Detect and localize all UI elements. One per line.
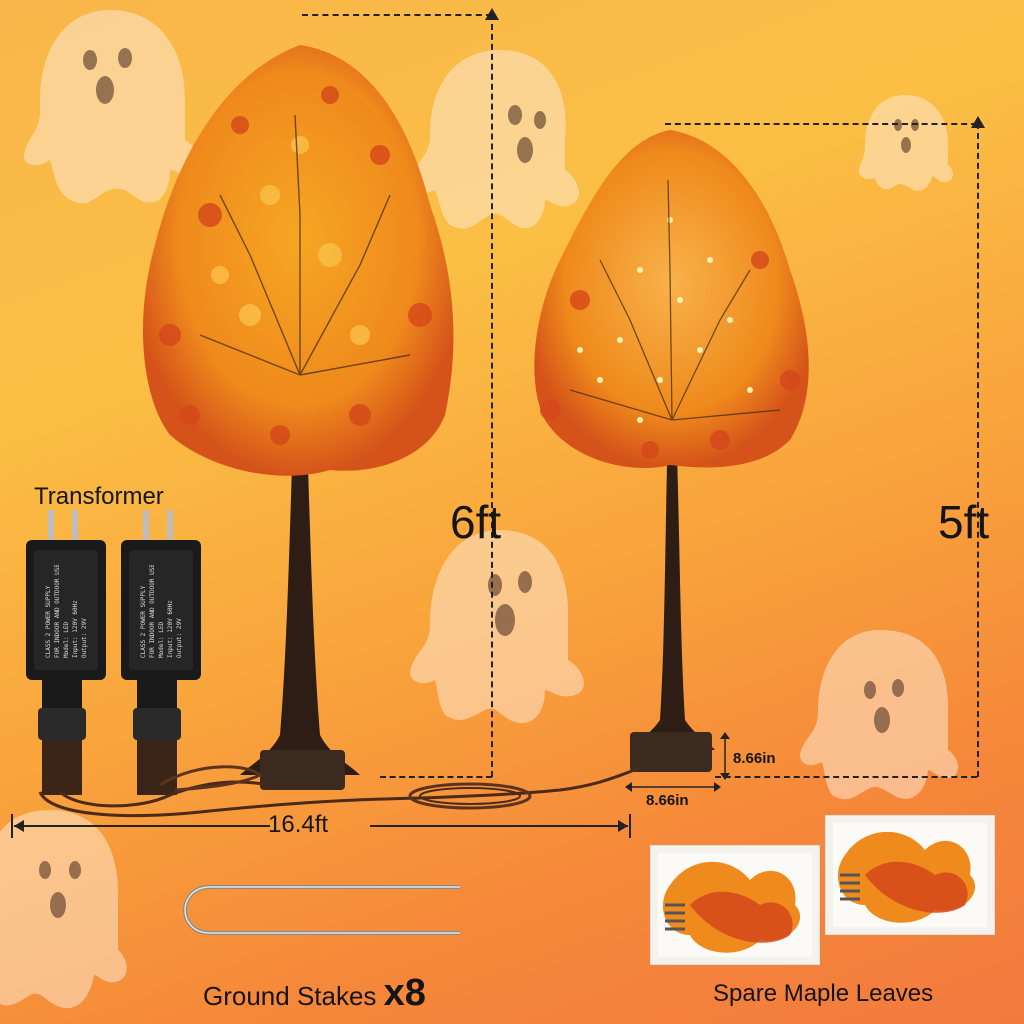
ghost-icon — [0, 810, 127, 1009]
base-height-dimension — [720, 732, 730, 780]
svg-text:Input: 120V 60Hz: Input: 120V 60Hz — [72, 600, 79, 658]
spare-leaves-label: Spare Maple Leaves — [713, 980, 934, 1007]
transformer-adapter-1: CLASS 2 POWER SUPPLY FOR INDOOR AND OUTD… — [26, 510, 106, 795]
svg-text:FOR INDOOR AND OUTDOOR USE: FOR INDOOR AND OUTDOOR USE — [149, 564, 156, 658]
ghost-icon — [800, 630, 959, 800]
tall-tree-height-label: 6ft — [450, 496, 502, 548]
svg-text:CLASS 2 POWER SUPPLY: CLASS 2 POWER SUPPLY — [140, 585, 147, 658]
short-tree-top-line — [665, 123, 977, 125]
transformer-label: Transformer — [34, 483, 164, 510]
ghost-icon — [410, 530, 584, 724]
svg-text:Input: 120V 60Hz: Input: 120V 60Hz — [167, 600, 174, 658]
tall-tree-bottom-line — [380, 776, 492, 778]
svg-text:Model: LED: Model: LED — [158, 621, 165, 658]
spare-leaves-bag-1 — [650, 845, 820, 965]
svg-text:Model: LED: Model: LED — [63, 621, 70, 658]
ground-stakes-label: Ground Stakes x8 — [203, 972, 426, 1015]
svg-text:Output: 29V: Output: 29V — [176, 618, 183, 658]
tall-tree-height-line — [491, 14, 493, 777]
short-maple-tree — [534, 130, 809, 772]
ghost-icon — [858, 95, 953, 191]
arrow-up-icon — [485, 8, 499, 20]
transformer-adapter-2: CLASS 2 POWER SUPPLY FOR INDOOR AND OUTD… — [121, 510, 201, 795]
tall-tree-top-line — [302, 14, 492, 16]
cable-length-dimension — [11, 814, 631, 838]
short-tree-height-line — [977, 123, 979, 777]
base-height-label: 8.66in — [733, 750, 776, 767]
ghost-icon — [24, 10, 205, 204]
spare-leaves-bag-2 — [825, 815, 995, 935]
svg-text:CLASS 2 POWER SUPPLY: CLASS 2 POWER SUPPLY — [45, 585, 52, 658]
ground-stake-image — [182, 885, 460, 935]
ghost-icon — [410, 50, 580, 229]
arrow-up-icon — [971, 116, 985, 128]
cable-length-label: 16.4ft — [268, 811, 329, 838]
ground-stakes-text: Ground Stakes — [203, 981, 377, 1011]
svg-text:FOR INDOOR AND OUTDOOR USE: FOR INDOOR AND OUTDOOR USE — [54, 564, 61, 658]
base-width-dimension — [625, 782, 721, 792]
power-cable — [38, 765, 641, 818]
short-tree-height-label: 5ft — [938, 496, 990, 548]
tall-maple-tree — [143, 45, 454, 790]
ground-stakes-quantity: x8 — [383, 972, 426, 1014]
base-width-label: 8.66in — [646, 792, 689, 809]
svg-text:Output: 29V: Output: 29V — [81, 618, 88, 658]
short-tree-bottom-line — [715, 776, 977, 778]
